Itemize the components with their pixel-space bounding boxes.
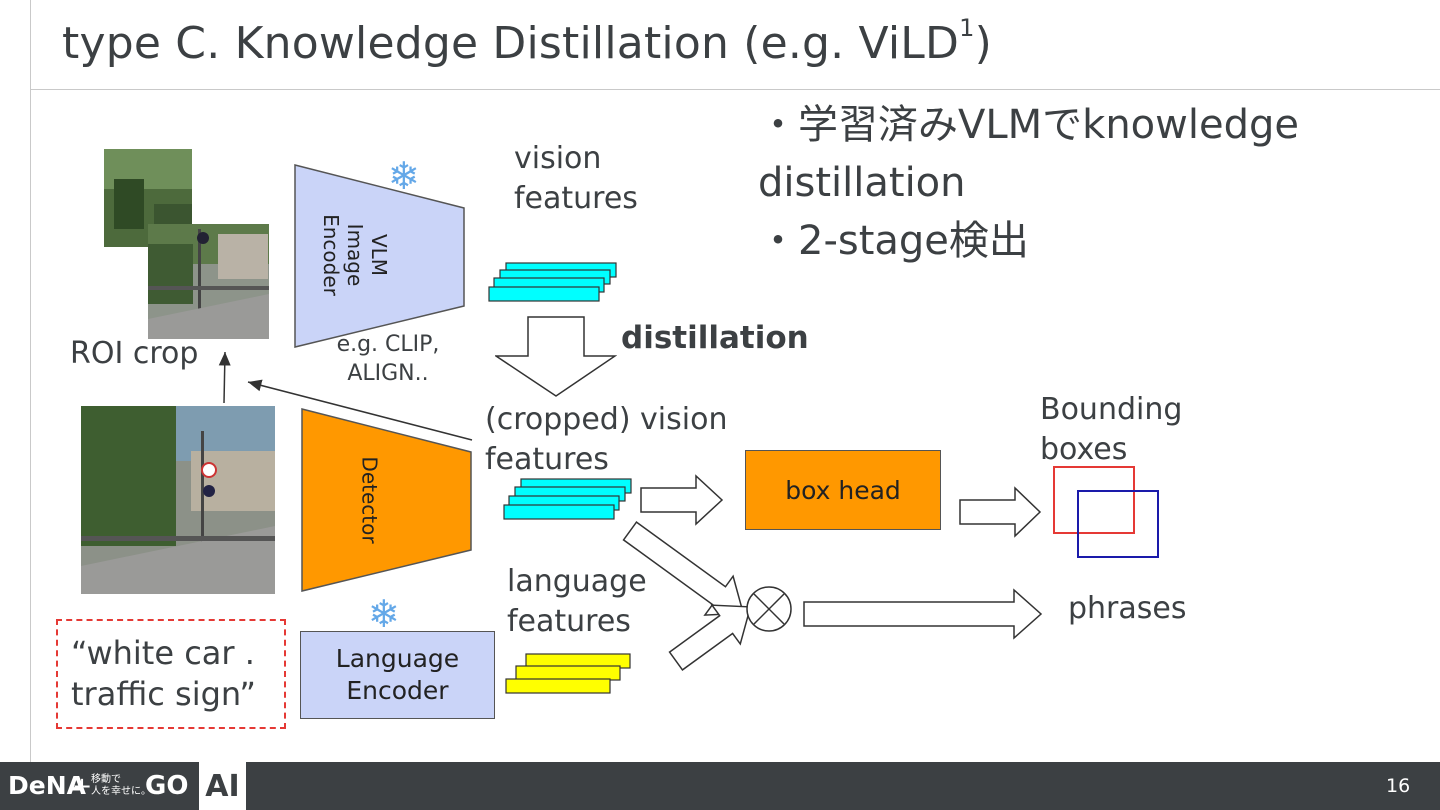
arrow-to-box-head bbox=[640, 474, 724, 526]
bullet-1-continued: distillation bbox=[758, 160, 966, 206]
vision-features-label: vision features bbox=[514, 141, 638, 216]
detector bbox=[301, 408, 472, 592]
left-divider bbox=[30, 0, 31, 762]
dena-logo: DeNA bbox=[8, 771, 86, 800]
go-slogan: 移動で 人を幸せに。 bbox=[91, 774, 151, 797]
bullet-2: ・2-stage検出 bbox=[758, 218, 1029, 264]
vlm-image-encoder bbox=[294, 164, 465, 348]
text-prompt: “white car . traffic sign” bbox=[56, 619, 286, 729]
bullet-1: ・学習済みVLMでknowledge bbox=[758, 102, 1299, 148]
language-encoder: Language Encoder bbox=[300, 631, 495, 719]
go-logo: GO bbox=[145, 771, 189, 801]
bullet-list: ・学習済みVLMでknowledge distillation ・2-stage… bbox=[758, 96, 1398, 270]
cropped-vision-features-label: (cropped) vision features bbox=[485, 402, 728, 477]
connector-layer bbox=[218, 351, 1043, 671]
language-features-label: language features bbox=[507, 564, 647, 639]
arrow-to-bounding-boxes bbox=[959, 486, 1042, 538]
vlm-example-label: e.g. CLIP, ALIGN.. bbox=[336, 332, 440, 386]
page-number: 16 bbox=[1386, 775, 1411, 797]
arrow-to-phrases bbox=[803, 588, 1043, 640]
circle-cross-icon bbox=[746, 586, 792, 632]
title-divider bbox=[30, 89, 1440, 90]
cropped-vision-feature-stack bbox=[503, 478, 632, 520]
snowflake-icon: ❄ bbox=[368, 592, 400, 636]
box-head: box head bbox=[745, 450, 941, 530]
language-feature-stack bbox=[505, 653, 631, 694]
bounding-boxes-label: Bounding boxes bbox=[1040, 392, 1183, 467]
crop-feedback-arrow bbox=[247, 379, 473, 441]
roi-crop-label: ROI crop bbox=[70, 336, 199, 371]
roi-crop-photo-2 bbox=[148, 224, 269, 339]
roi-crop-photo-1 bbox=[104, 149, 192, 247]
input-image bbox=[81, 406, 275, 594]
arrow-language-to-combine bbox=[668, 604, 752, 671]
section-badge: AI bbox=[199, 762, 246, 810]
vision-feature-stack bbox=[488, 262, 617, 302]
roi-crop-arrow bbox=[218, 351, 231, 404]
slide-title: type C. Knowledge Distillation (e.g. ViL… bbox=[62, 14, 992, 69]
bounding-box-illustration bbox=[1053, 466, 1159, 558]
phrases-label: phrases bbox=[1068, 591, 1187, 626]
distillation-arrow bbox=[495, 316, 617, 397]
footer-plus: + bbox=[72, 772, 93, 800]
distillation-label: distillation bbox=[621, 320, 809, 356]
snowflake-icon: ❄ bbox=[388, 154, 420, 198]
